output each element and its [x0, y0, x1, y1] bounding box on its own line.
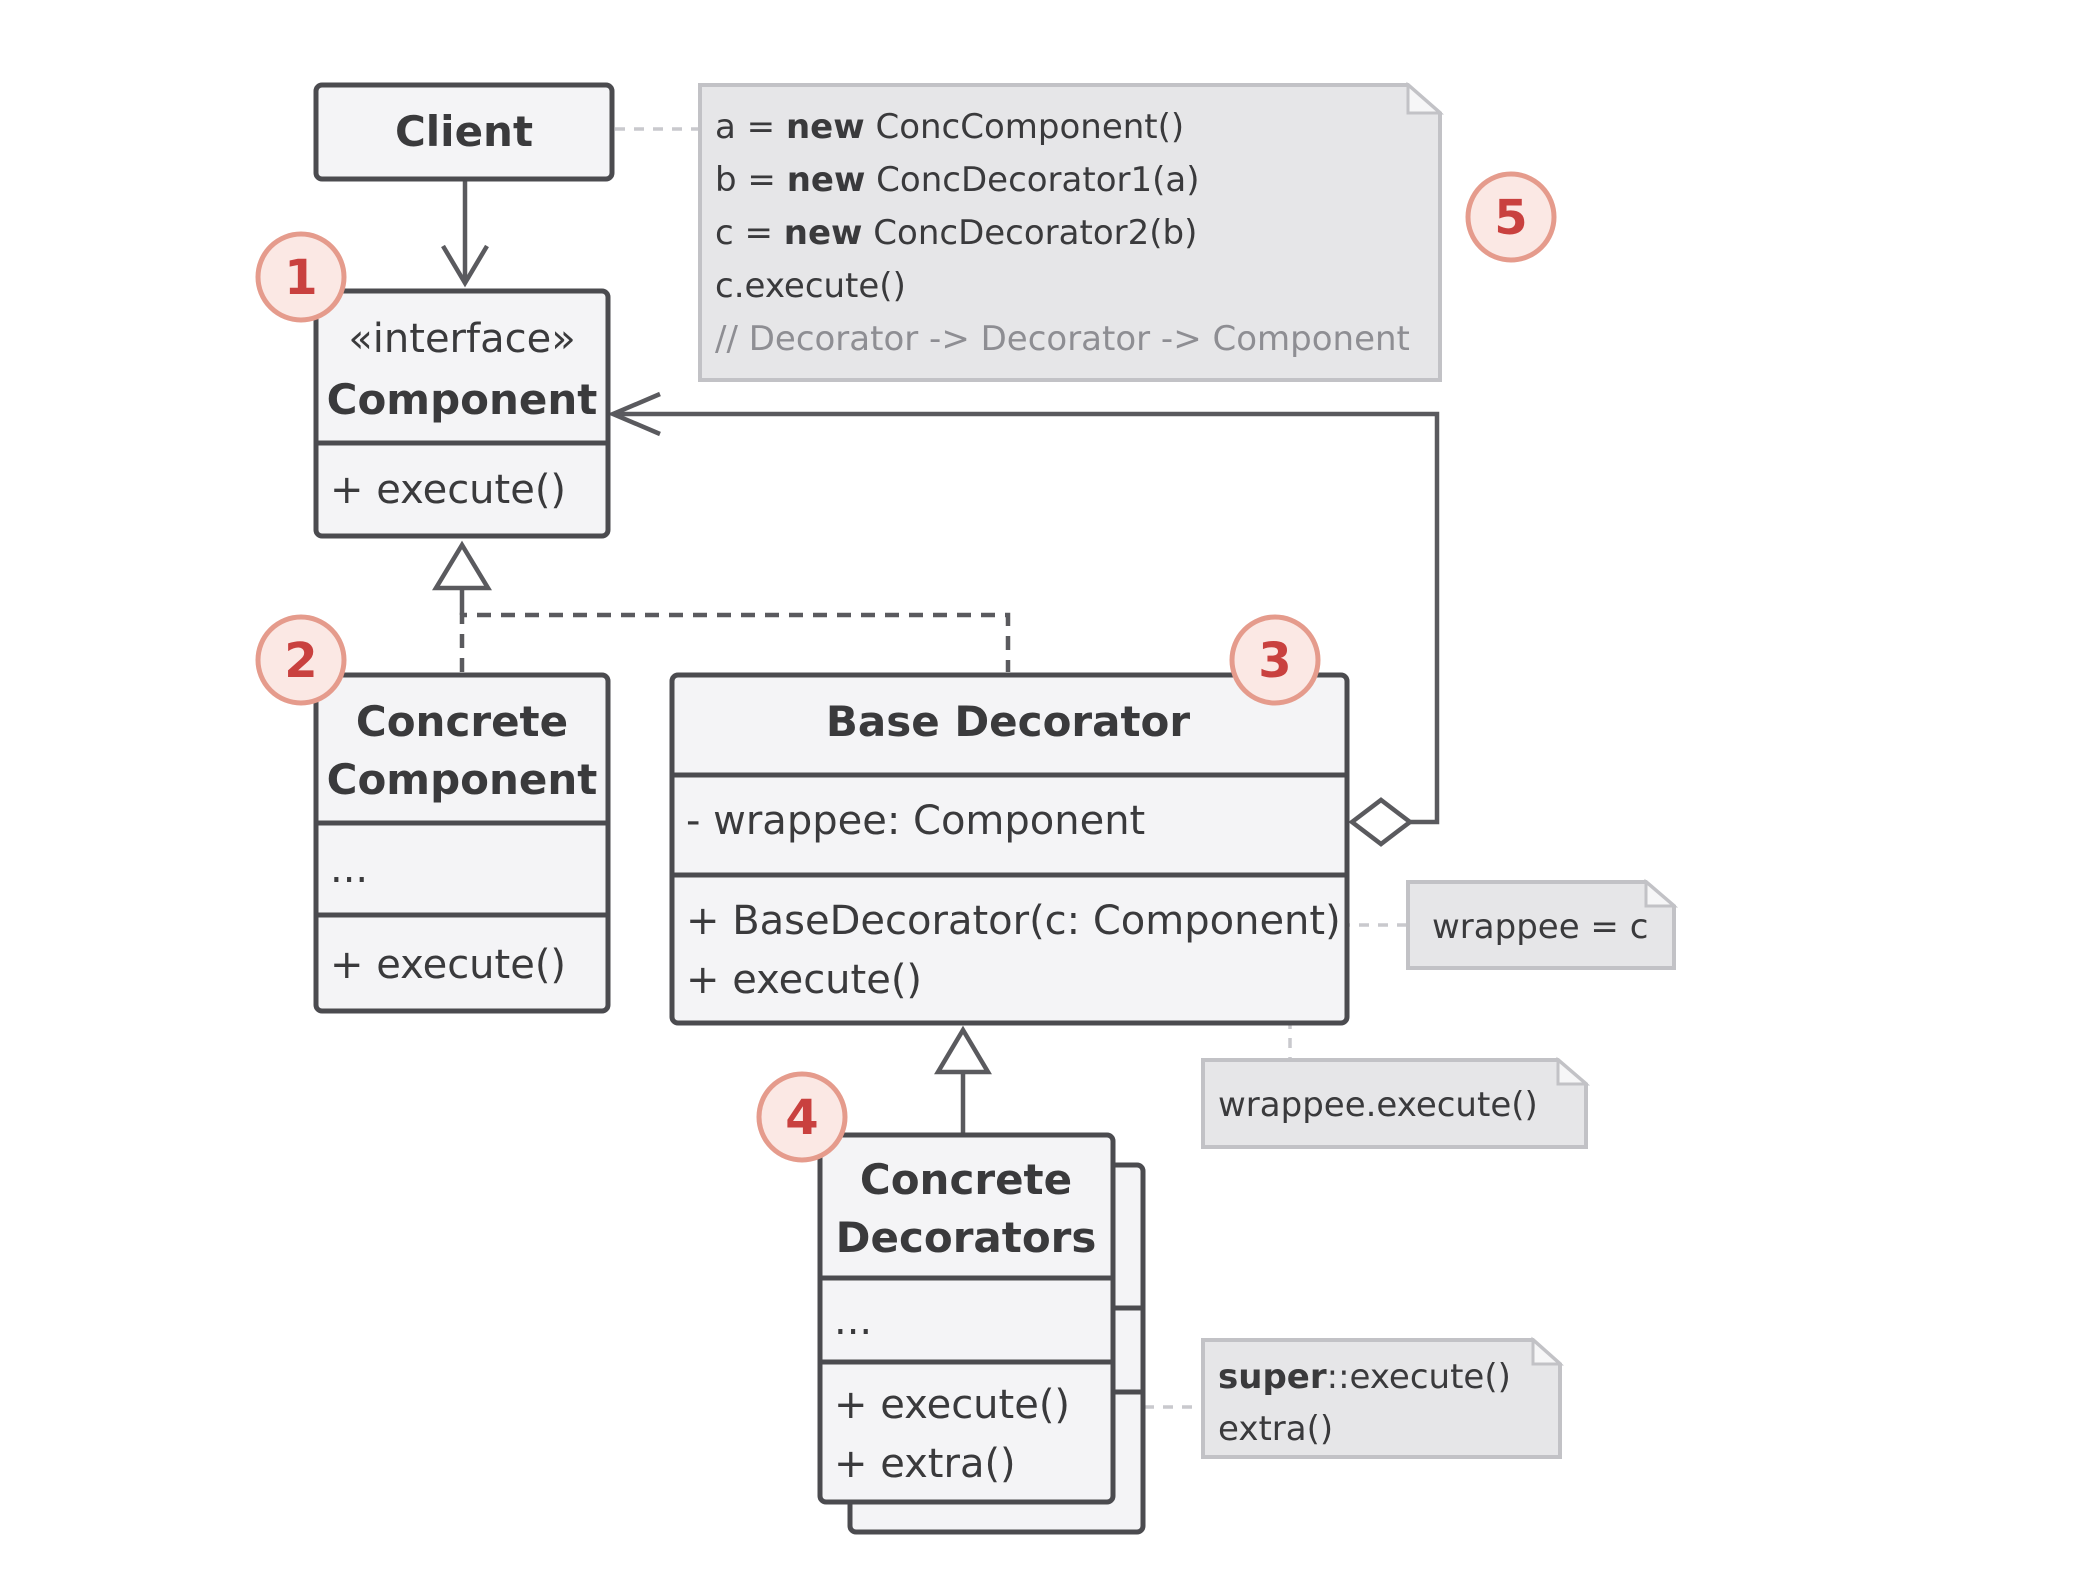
component-execute-method: + execute(): [330, 467, 566, 513]
extra-note-line2: extra(): [1218, 1409, 1333, 1449]
concrete-decorators-title-line1: Concrete: [860, 1155, 1072, 1204]
constructor-note-text: wrappee = c: [1432, 907, 1648, 947]
concrete-component-realization-line: [459, 612, 1011, 672]
client-note-line3: c = new ConcDecorator2(b): [715, 213, 1197, 253]
badge-2: 2: [255, 614, 347, 706]
concrete-decorators-fields: ...: [834, 1298, 872, 1344]
badge-3-number: 3: [1258, 633, 1291, 689]
client-note-line1: a = new ConcComponent(): [715, 107, 1184, 147]
concrete-component-execute-method: + execute(): [330, 942, 566, 988]
concrete-decorators-execute-method: + execute(): [834, 1382, 1070, 1428]
base-decorator-box: Base Decorator - wrappee: Component + Ba…: [669, 672, 1350, 1026]
client-note-comment: // Decorator -> Decorator -> Component: [715, 319, 1410, 359]
wrappee-aggregation-arrowhead: [607, 391, 661, 437]
client-box: Client: [313, 82, 615, 182]
component-title: Component: [327, 375, 598, 424]
concrete-component-box: Concrete Component ... + execute(): [313, 672, 611, 1014]
component-interface-box: «interface» Component + execute(): [313, 288, 611, 539]
badge-5-number: 5: [1494, 190, 1527, 246]
aggregation-diamond: [1348, 797, 1414, 847]
badge-3: 3: [1229, 614, 1321, 706]
client-to-component-arrowhead: [441, 244, 489, 288]
client-title: Client: [395, 107, 533, 156]
concrete-decorators-extra-method: + extra(): [834, 1441, 1016, 1487]
extra-note: super::execute() extra(): [1201, 1336, 1564, 1459]
badge-1-number: 1: [284, 250, 317, 306]
concrete-component-title-line1: Concrete: [356, 697, 568, 746]
client-note-line4: c.execute(): [715, 266, 906, 306]
client-note-line2: b = new ConcDecorator1(a): [715, 160, 1199, 200]
concrete-component-fields: ...: [330, 846, 368, 892]
constructor-note: wrappee = c: [1406, 878, 1679, 970]
concrete-component-title-line2: Component: [327, 755, 598, 804]
base-decorator-constructor: + BaseDecorator(c: Component): [686, 898, 1341, 944]
badge-4: 4: [756, 1071, 848, 1163]
base-decorator-title: Base Decorator: [826, 697, 1191, 746]
execute-note: wrappee.execute(): [1201, 1056, 1591, 1149]
component-stereotype: «interface»: [348, 316, 575, 362]
component-realization-triangle: [432, 540, 492, 591]
badge-2-number: 2: [284, 633, 317, 689]
badge-4-number: 4: [785, 1090, 818, 1146]
badge-1: 1: [255, 231, 347, 323]
badge-5: 5: [1465, 171, 1557, 263]
base-decorator-inheritance-triangle: [934, 1025, 992, 1075]
base-decorator-execute-method: + execute(): [686, 957, 922, 1003]
concrete-decorators-box: Concrete Decorators ... + execute() + ex…: [817, 1132, 1146, 1535]
base-decorator-wrappee-field: - wrappee: Component: [686, 798, 1145, 844]
front-box: [817, 1132, 1116, 1505]
client-code-note: a = new ConcComponent() b = new ConcDeco…: [698, 81, 1444, 382]
execute-note-text: wrappee.execute(): [1218, 1085, 1538, 1125]
extra-note-line1: super::execute(): [1218, 1357, 1511, 1397]
wrappee-aggregation-line: [613, 411, 1440, 825]
concrete-decorators-title-line2: Decorators: [836, 1213, 1097, 1262]
